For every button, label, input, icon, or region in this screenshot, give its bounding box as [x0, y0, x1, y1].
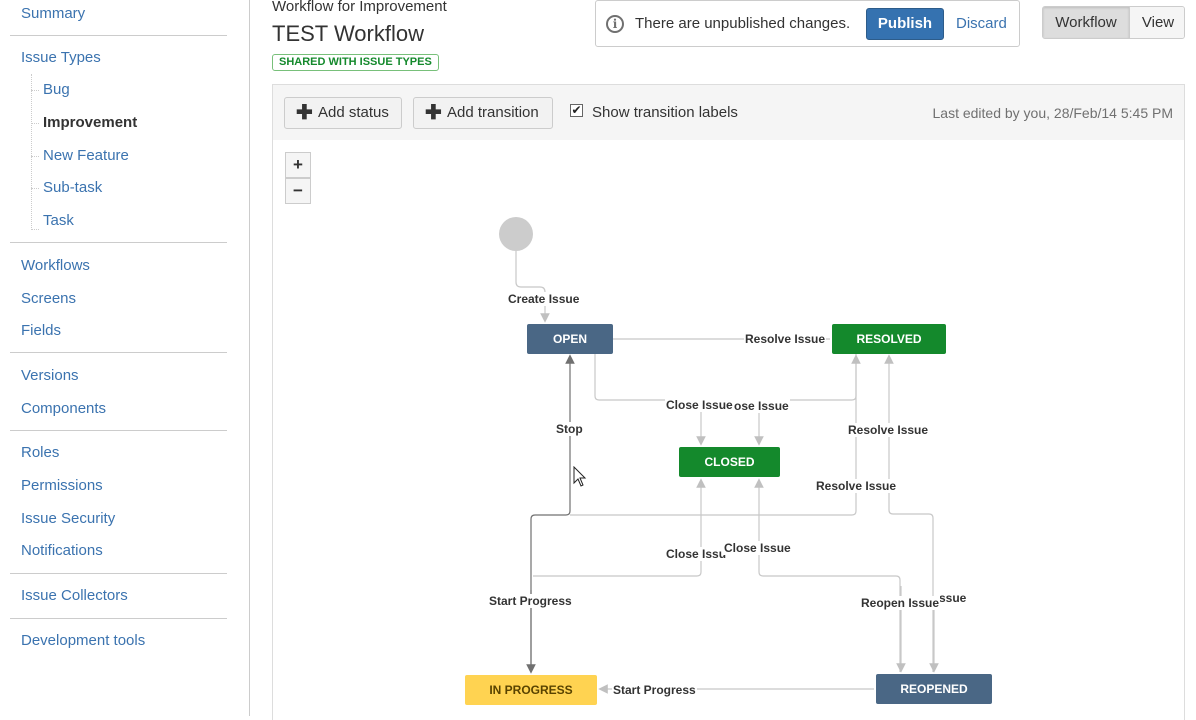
- transition-label-resolve-issue[interactable]: Resolve Issue: [847, 423, 930, 437]
- mouse-pointer-icon: [573, 466, 587, 487]
- sidebar-divider: [10, 242, 227, 243]
- transition-label-create-issue[interactable]: Create Issue: [507, 292, 581, 306]
- zoom-in-button[interactable]: +: [285, 152, 311, 178]
- workflow-diagram-canvas[interactable]: + −: [272, 140, 1185, 720]
- tree-branch: [31, 229, 39, 230]
- tree-line: [31, 74, 32, 230]
- sidebar-item-components[interactable]: Components: [21, 400, 107, 417]
- publish-button[interactable]: Publish: [866, 8, 944, 40]
- sidebar-divider: [10, 618, 227, 619]
- transition-label-close-issue[interactable]: ssue: [938, 591, 968, 605]
- zoom-out-button[interactable]: −: [285, 178, 311, 204]
- notice-text: There are unpublished changes.: [635, 15, 851, 32]
- add-status-button[interactable]: ✚ Add status: [284, 97, 402, 129]
- last-edited-text: Last edited by you, 28/Feb/14 5:45 PM: [932, 105, 1174, 121]
- sidebar-item-task[interactable]: Task: [43, 212, 74, 229]
- plus-icon: ✚: [296, 102, 313, 124]
- sidebar-item-improvement[interactable]: Improvement: [43, 114, 138, 131]
- sidebar-item-roles[interactable]: Roles: [21, 444, 60, 461]
- sidebar-item-bug[interactable]: Bug: [43, 81, 70, 98]
- sidebar-divider: [10, 352, 227, 353]
- transition-label-start-progress[interactable]: Start Progress: [612, 683, 697, 697]
- sidebar-item-notifications[interactable]: Notifications: [21, 542, 103, 559]
- info-icon: i: [606, 15, 624, 33]
- status-reopened[interactable]: REOPENED: [876, 674, 992, 704]
- sidebar-divider: [10, 573, 227, 574]
- sidebar-divider: [10, 35, 227, 36]
- project-admin-sidebar: Summary Issue Types Bug Improvement New …: [0, 0, 250, 716]
- sidebar-item-development-tools[interactable]: Development tools: [21, 632, 146, 649]
- workflow-toolbar: ✚ Add status ✚ Add transition ✔ Show tra…: [272, 84, 1185, 141]
- sidebar-item-screens[interactable]: Screens: [21, 290, 77, 307]
- transition-label-close-issue[interactable]: ose Issue: [733, 399, 790, 413]
- tree-branch: [31, 123, 39, 124]
- page-title: TEST Workflow: [272, 21, 424, 46]
- initial-state-node[interactable]: [499, 217, 533, 251]
- transition-label-close-issue[interactable]: Close Issu: [665, 547, 728, 561]
- tree-branch: [31, 90, 39, 91]
- sidebar-item-new-feature[interactable]: New Feature: [43, 147, 129, 164]
- discard-link[interactable]: Discard: [956, 15, 1007, 32]
- sidebar-item-versions[interactable]: Versions: [21, 367, 79, 384]
- sidebar-divider: [10, 430, 227, 431]
- sidebar-item-issue-security[interactable]: Issue Security: [21, 510, 116, 527]
- workflow-mode-button[interactable]: Workflow: [1043, 7, 1129, 38]
- transition-label-close-issue[interactable]: Close Issue: [665, 398, 734, 412]
- sidebar-item-summary[interactable]: Summary: [21, 5, 86, 22]
- add-status-label: Add status: [318, 104, 389, 121]
- status-closed[interactable]: CLOSED: [679, 447, 780, 477]
- tree-branch: [31, 156, 39, 157]
- view-mode-toggle: Workflow View: [1042, 6, 1185, 39]
- add-transition-label: Add transition: [447, 104, 539, 121]
- sidebar-item-sub-task[interactable]: Sub-task: [43, 179, 103, 196]
- transition-label-resolve-issue[interactable]: Resolve Issue: [815, 479, 898, 493]
- transition-label-stop[interactable]: Stop: [555, 422, 584, 436]
- unpublished-changes-notice: i There are unpublished changes. Publish…: [595, 0, 1020, 47]
- plus-icon: ✚: [425, 102, 442, 124]
- transition-label-start-progress[interactable]: Start Progress: [488, 594, 573, 608]
- status-open[interactable]: OPEN: [527, 324, 613, 354]
- sidebar-item-permissions[interactable]: Permissions: [21, 477, 103, 494]
- sidebar-item-issue-types[interactable]: Issue Types: [21, 49, 101, 66]
- transition-label-resolve-issue[interactable]: Resolve Issue: [744, 332, 827, 346]
- transition-label-reopen-issue[interactable]: Reopen Issue: [860, 596, 941, 610]
- transition-label-close-issue[interactable]: Close Issue: [723, 541, 792, 555]
- status-resolved[interactable]: RESOLVED: [832, 324, 946, 354]
- show-transition-labels-label[interactable]: Show transition labels: [592, 104, 738, 121]
- view-mode-button[interactable]: View: [1129, 7, 1184, 38]
- page-subtitle: Workflow for Improvement: [272, 0, 447, 15]
- add-transition-button[interactable]: ✚ Add transition: [413, 97, 553, 129]
- sidebar-item-issue-collectors[interactable]: Issue Collectors: [21, 587, 128, 604]
- status-in-progress[interactable]: IN PROGRESS: [465, 675, 597, 705]
- sidebar-item-fields[interactable]: Fields: [21, 322, 62, 339]
- tree-branch: [31, 188, 39, 189]
- sidebar-item-workflows[interactable]: Workflows: [21, 257, 90, 274]
- show-transition-labels-checkbox[interactable]: ✔: [570, 103, 583, 117]
- shared-status-badge[interactable]: SHARED WITH ISSUE TYPES: [272, 54, 439, 71]
